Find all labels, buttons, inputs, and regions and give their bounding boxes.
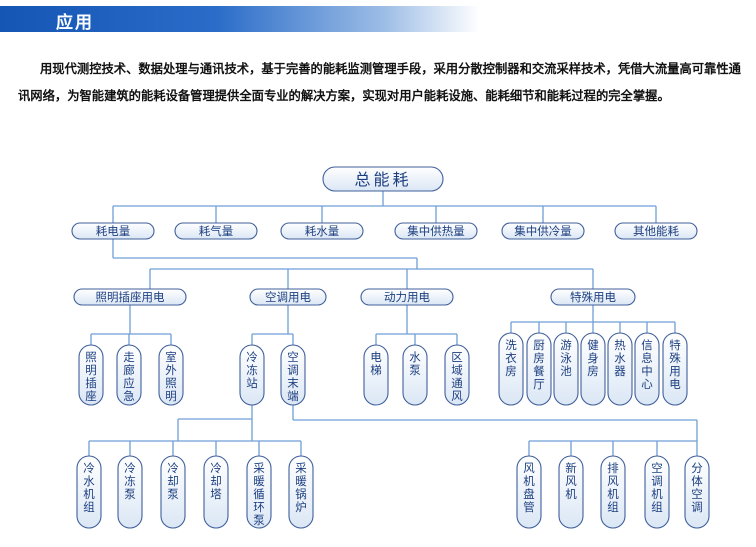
level2-node: 照明插座用电 <box>73 288 187 306</box>
special-node: 热水器 <box>607 332 633 406</box>
level1-node-label: 其他能耗 <box>633 224 679 238</box>
level1-node-label: 耗水量 <box>305 224 340 238</box>
special-node-label: 游泳池 <box>560 338 572 378</box>
cold-station-node-label: 冷水机组 <box>83 461 95 514</box>
special-node-label: 特殊用电 <box>669 338 681 391</box>
root-node-total-energy: 总能耗 <box>322 166 444 192</box>
level1-node: 耗电量 <box>71 222 155 240</box>
level1-node-label: 耗气量 <box>199 224 234 238</box>
section-title: 应用 <box>56 13 94 33</box>
cold-station-node: 冷却塔 <box>203 455 229 529</box>
level2-node: 动力用电 <box>360 288 454 306</box>
cold-station-node-label: 采暖循环泵 <box>253 461 265 527</box>
ac-node: 冷冻站 <box>239 344 265 406</box>
special-node: 信息中心 <box>634 332 660 406</box>
special-node: 健身房 <box>580 332 606 406</box>
level1-node-label: 集中供热量 <box>407 224 465 238</box>
level2-node-label: 空调用电 <box>265 290 311 304</box>
special-node-label: 热水器 <box>614 338 626 378</box>
cold-station-node-label: 冷冻泵 <box>124 461 136 501</box>
special-node: 特殊用电 <box>662 332 688 406</box>
special-node-label: 厨房餐厅 <box>533 338 545 391</box>
ac-node-label: 冷冻站 <box>246 350 258 390</box>
ac-terminal-node-label: 排风机组 <box>607 461 619 514</box>
cold-station-node: 冷冻泵 <box>117 455 143 529</box>
root-node-total-energy-label: 总能耗 <box>354 170 411 189</box>
ac-terminal-node: 排风机组 <box>600 455 626 529</box>
special-node: 厨房餐厅 <box>526 332 552 406</box>
level2-node-label: 动力用电 <box>384 290 430 304</box>
ac-terminal-node-label: 空调机组 <box>651 461 663 514</box>
level1-node-label: 耗电量 <box>96 224 131 238</box>
cold-station-node: 冷却泵 <box>160 455 186 529</box>
level1-node: 耗水量 <box>280 222 364 240</box>
cold-station-node: 采暖锅炉 <box>288 455 314 529</box>
power-node-label: 水泵 <box>409 350 421 377</box>
ac-terminal-node-label: 风机盘管 <box>523 461 535 514</box>
level1-node: 集中供冷量 <box>501 222 585 240</box>
cold-station-node-label: 冷却泵 <box>167 461 179 501</box>
power-node-label: 电梯 <box>370 350 382 377</box>
ac-node-label: 空调末端 <box>287 350 299 403</box>
level2-node-label: 照明插座用电 <box>96 290 165 304</box>
ac-terminal-node: 空调机组 <box>644 455 670 529</box>
ac-terminal-node: 分体空调 <box>684 455 710 529</box>
level1-node: 集中供热量 <box>394 222 478 240</box>
level2-node: 空调用电 <box>249 288 327 306</box>
cold-station-node-label: 冷却塔 <box>210 461 222 501</box>
lighting-node-label: 照明插座 <box>85 350 97 403</box>
section-header-bar: 应用 <box>0 6 480 33</box>
lighting-node: 室外照明 <box>158 344 184 406</box>
power-node: 水泵 <box>402 344 428 406</box>
ac-terminal-node: 风机盘管 <box>516 455 542 529</box>
lighting-node: 走廊应急 <box>116 344 142 406</box>
power-node-label: 区域通风 <box>451 350 463 403</box>
level2-node: 特殊用电 <box>550 288 636 306</box>
power-node: 电梯 <box>363 344 389 406</box>
intro-paragraph: 用现代测控技术、数据处理与通讯技术，基于完善的能耗监测管理手段，采用分散控制器和… <box>18 62 741 103</box>
lighting-node-label: 走廊应急 <box>123 350 135 403</box>
special-node: 游泳池 <box>553 332 579 406</box>
special-node: 洗衣房 <box>498 332 524 406</box>
lighting-node: 照明插座 <box>78 344 104 406</box>
special-node-label: 信息中心 <box>641 338 653 391</box>
cold-station-node: 冷水机组 <box>76 455 102 529</box>
level1-node: 其他能耗 <box>614 222 698 240</box>
special-node-label: 洗衣房 <box>505 338 517 378</box>
special-node-label: 健身房 <box>587 338 599 378</box>
cold-station-node: 采暖循环泵 <box>246 455 272 529</box>
ac-terminal-node-label: 新风机 <box>565 461 577 501</box>
level1-node-label: 集中供冷量 <box>514 224 572 238</box>
power-node: 区域通风 <box>444 344 470 406</box>
ac-terminal-node: 新风机 <box>558 455 584 529</box>
ac-node: 空调末端 <box>280 344 306 406</box>
level1-node: 耗气量 <box>174 222 258 240</box>
lighting-node-label: 室外照明 <box>165 350 177 403</box>
ac-terminal-node-label: 分体空调 <box>691 461 703 514</box>
cold-station-node-label: 采暖锅炉 <box>295 461 307 514</box>
level2-node-label: 特殊用电 <box>570 290 616 304</box>
